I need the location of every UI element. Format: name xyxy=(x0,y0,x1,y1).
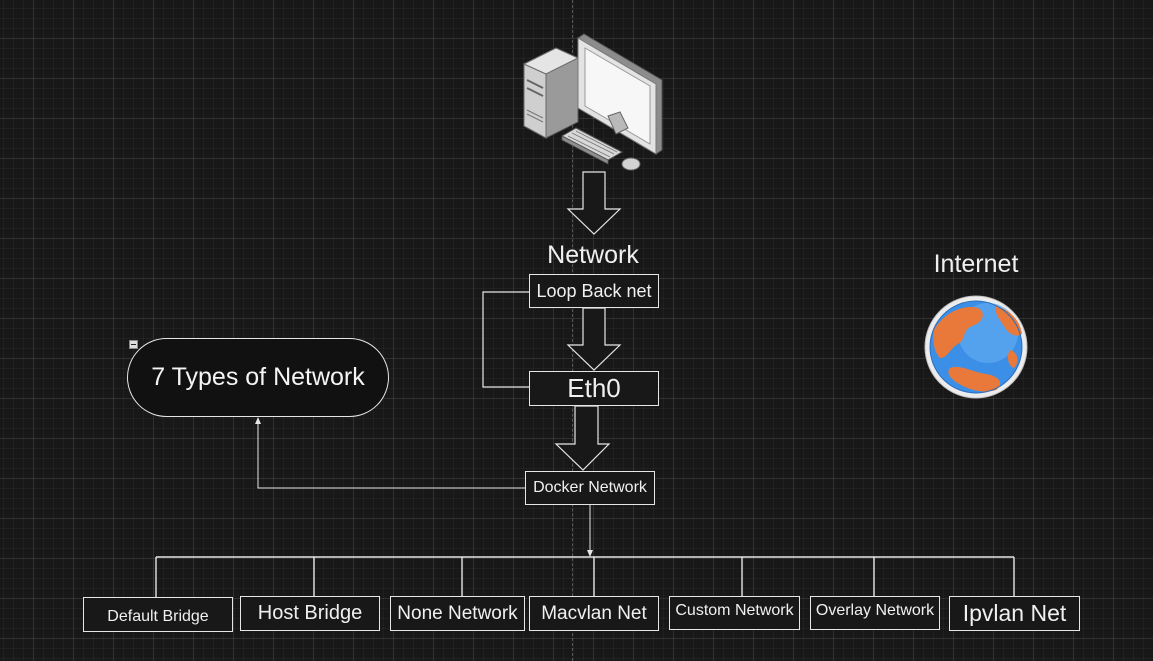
leaf-ipvlan-net[interactable]: Ipvlan Net xyxy=(949,596,1080,631)
loopback-bracket-line xyxy=(482,291,529,388)
leaf-default-bridge[interactable]: Default Bridge xyxy=(83,597,233,632)
arrow-computer-to-network xyxy=(566,171,622,235)
desktop-computer-icon[interactable] xyxy=(522,33,663,171)
globe-icon[interactable] xyxy=(924,295,1028,399)
leaf-none-network[interactable]: None Network xyxy=(390,596,525,631)
docker-to-types-arrowhead xyxy=(255,417,261,424)
network-title: Network xyxy=(547,241,639,269)
docker-down-arrowhead xyxy=(587,550,593,557)
eth0-node[interactable]: Eth0 xyxy=(529,371,659,406)
leaf-custom-network[interactable]: Custom Network xyxy=(669,596,800,630)
leaf-macvlan-net[interactable]: Macvlan Net xyxy=(529,596,659,631)
docker-network-node[interactable]: Docker Network xyxy=(525,471,655,505)
docker-to-types-connector xyxy=(257,422,525,489)
collapse-toggle-icon[interactable] xyxy=(129,340,138,349)
internet-title: Internet xyxy=(933,250,1019,278)
center-guide-line xyxy=(572,0,573,661)
arrow-eth0-to-docker xyxy=(554,405,611,471)
arrow-loopback-to-eth0 xyxy=(566,307,622,371)
leaf-host-bridge[interactable]: Host Bridge xyxy=(240,596,380,631)
types-of-network-node[interactable]: 7 Types of Network xyxy=(127,338,389,417)
leaf-overlay-network[interactable]: Overlay Network xyxy=(810,596,940,630)
loopback-net-node[interactable]: Loop Back net xyxy=(529,274,659,308)
